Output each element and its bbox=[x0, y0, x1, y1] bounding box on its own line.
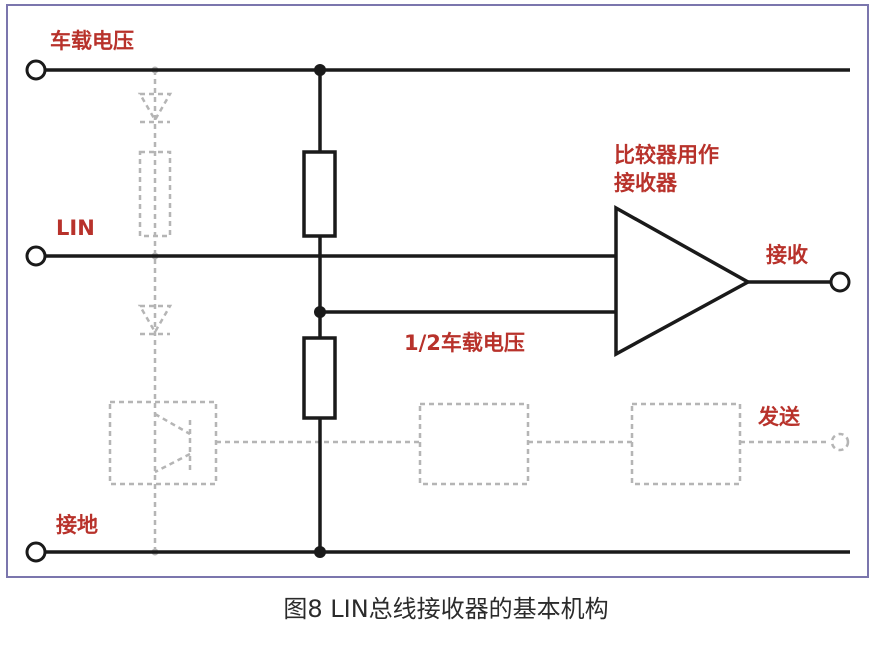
junction-dots bbox=[314, 64, 326, 558]
ghost-resistor bbox=[138, 150, 172, 238]
transmit-label: 发送 bbox=[758, 405, 800, 429]
ghost-transmit-terminal bbox=[830, 432, 850, 452]
figure-caption: 图8 LIN总线接收器的基本机构 bbox=[283, 595, 609, 623]
terminals bbox=[25, 59, 851, 563]
vbat-label: 车载电压 bbox=[50, 29, 134, 53]
ghost-junction-dots bbox=[151, 66, 159, 556]
ground-terminal bbox=[25, 541, 47, 563]
lower-resistor bbox=[302, 336, 337, 420]
ghost-block-2 bbox=[630, 402, 742, 486]
figure-frame bbox=[6, 4, 869, 578]
comparator-label-line2: 接收器 bbox=[614, 171, 677, 195]
junction-dot bbox=[314, 306, 326, 318]
comparator-label-line1: 比较器用作 bbox=[614, 143, 719, 167]
comparator-triangle-icon bbox=[614, 205, 752, 357]
ghost-transistor-emitter bbox=[154, 452, 191, 474]
half-vbat-label: 1/2车载电压 bbox=[404, 331, 525, 355]
ghost-block-1 bbox=[418, 402, 530, 486]
ghost-transmitter-section bbox=[108, 70, 850, 552]
junction-dot bbox=[314, 546, 326, 558]
ground-label: 接地 bbox=[56, 513, 98, 537]
upper-resistor bbox=[302, 150, 337, 238]
receive-label: 接收 bbox=[766, 243, 808, 267]
ghost-transistor-collector bbox=[154, 412, 191, 436]
ghost-diode-top-icon bbox=[137, 92, 173, 123]
lin-label: LIN bbox=[56, 216, 95, 240]
ghost-diode-bottom-icon bbox=[137, 304, 173, 335]
ghost-transistor-box bbox=[108, 400, 218, 486]
vbat-terminal bbox=[25, 59, 47, 81]
receive-terminal bbox=[829, 271, 851, 293]
receiver-circuit bbox=[45, 68, 850, 554]
lin-terminal bbox=[25, 245, 47, 267]
junction-dot bbox=[314, 64, 326, 76]
